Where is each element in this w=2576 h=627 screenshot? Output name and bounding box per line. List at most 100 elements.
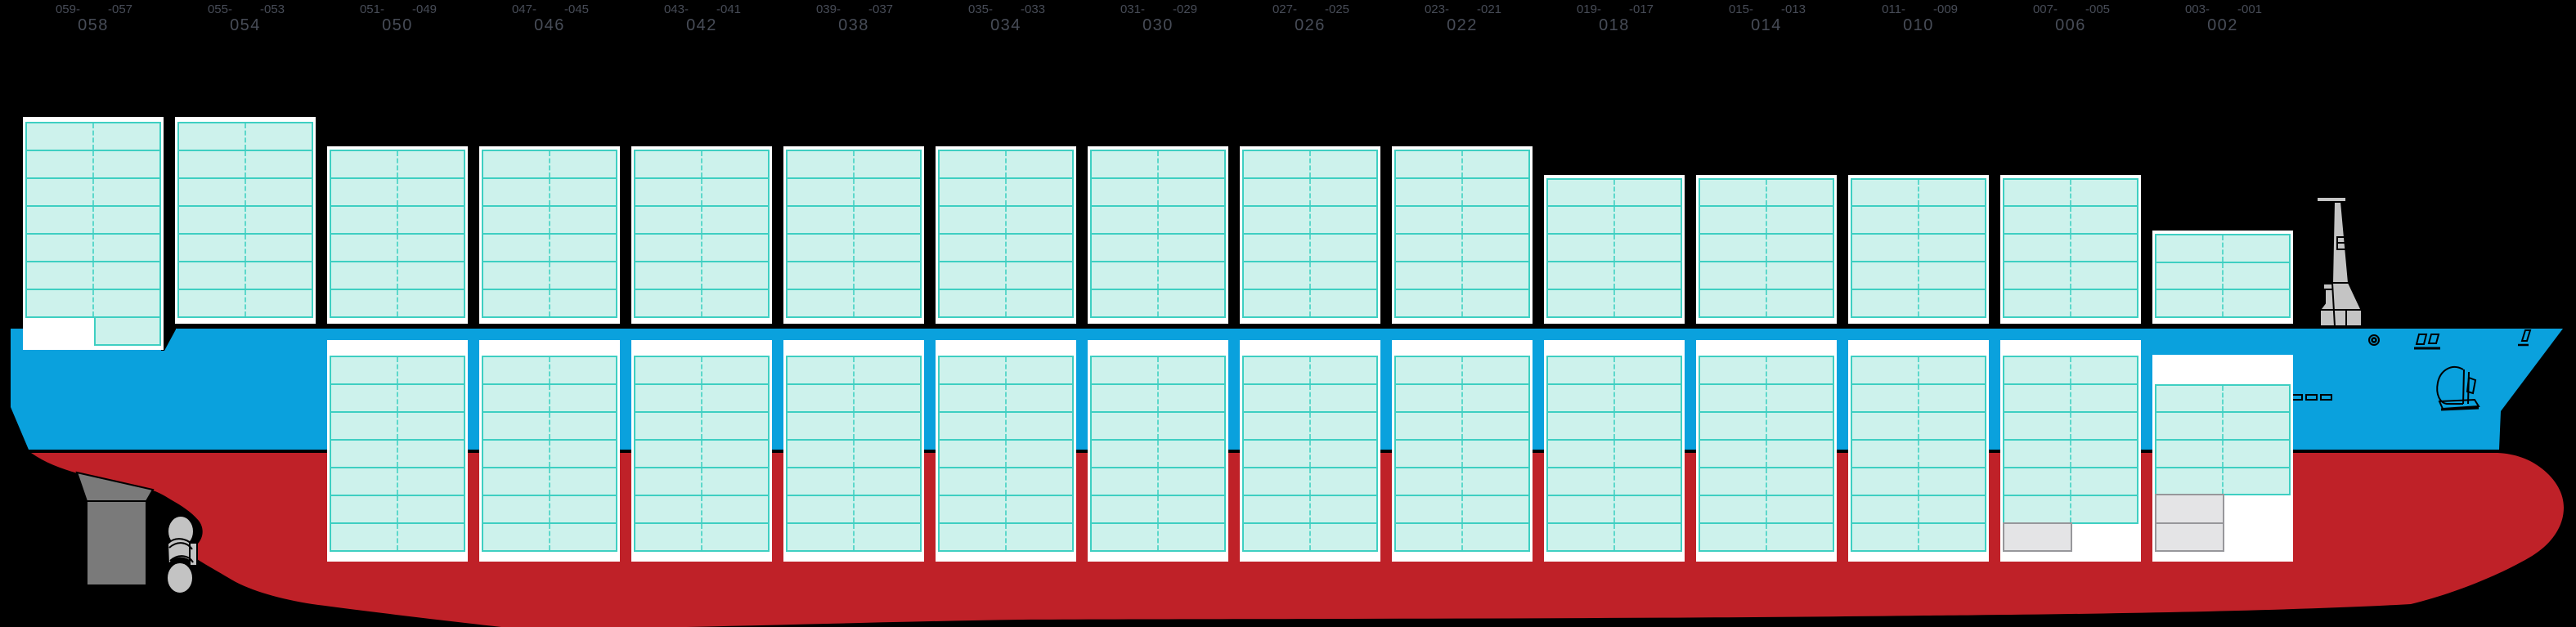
container-slot-cell[interactable] xyxy=(92,206,159,233)
container-slot-cell[interactable] xyxy=(1157,441,1224,468)
container-slot-cell[interactable] xyxy=(2004,441,2070,467)
container-slot-cell[interactable] xyxy=(397,441,464,468)
container-slot-cell[interactable] xyxy=(788,385,853,411)
container-slot-cell[interactable] xyxy=(27,179,92,205)
container-slot-cell[interactable] xyxy=(1157,262,1224,289)
container-slot-cell[interactable] xyxy=(2004,385,2070,411)
container-slot-cell[interactable] xyxy=(635,151,701,177)
container-slot-cell[interactable] xyxy=(1092,151,1157,177)
container-slot-cell[interactable] xyxy=(549,151,616,178)
container-slot-cell[interactable] xyxy=(2222,441,2289,467)
container-slot-cell[interactable] xyxy=(1461,151,1528,178)
container-slot-cell[interactable] xyxy=(940,496,1005,522)
container-slot-cell[interactable] xyxy=(635,385,701,411)
container-slot-cell[interactable] xyxy=(701,179,768,206)
container-slot-cell[interactable] xyxy=(1157,179,1224,206)
container-slot-cell[interactable] xyxy=(1244,207,1309,233)
container-slot-cell[interactable] xyxy=(1700,524,1766,550)
container-slot-cell[interactable] xyxy=(483,468,549,495)
container-slot-cell[interactable] xyxy=(1461,468,1528,495)
container-slot-cell[interactable] xyxy=(1918,441,1985,468)
container-slot-cell[interactable] xyxy=(92,123,159,150)
container-slot-cell[interactable] xyxy=(549,357,616,384)
container-slot-cell[interactable] xyxy=(1396,262,1461,289)
container-slot-cell[interactable] xyxy=(1092,524,1157,550)
container-slot-cell[interactable] xyxy=(1309,523,1376,550)
container-slot-cell[interactable] xyxy=(2004,413,2070,439)
container-slot-cell[interactable] xyxy=(27,262,92,289)
container-slot-cell[interactable] xyxy=(1700,235,1766,261)
container-slot-cell[interactable] xyxy=(1700,496,1766,522)
container-slot-cell[interactable] xyxy=(245,234,312,261)
container-slot-cell[interactable] xyxy=(397,385,464,412)
container-slot-cell[interactable] xyxy=(1157,151,1224,178)
container-slot-cell[interactable] xyxy=(2222,235,2289,262)
container-slot-cell[interactable] xyxy=(853,523,920,550)
container-slot-cell[interactable] xyxy=(1309,468,1376,495)
container-slot-cell[interactable] xyxy=(331,413,397,439)
container-slot-cell[interactable] xyxy=(2222,413,2289,439)
container-slot-cell[interactable] xyxy=(853,441,920,468)
container-slot-cell[interactable] xyxy=(1613,468,1681,495)
container-slot-cell[interactable] xyxy=(2070,179,2137,206)
container-slot-cell[interactable] xyxy=(1766,262,1833,289)
container-slot-cell[interactable] xyxy=(701,468,768,495)
container-slot-cell[interactable] xyxy=(1244,235,1309,261)
container-slot-cell[interactable] xyxy=(1005,468,1072,495)
container-slot-cell[interactable] xyxy=(549,289,616,316)
container-slot-cell[interactable] xyxy=(1005,523,1072,550)
blocked-slot-cell[interactable] xyxy=(2155,494,2224,524)
container-slot-cell[interactable] xyxy=(853,357,920,384)
container-slot-cell[interactable] xyxy=(1613,262,1681,289)
container-slot-cell[interactable] xyxy=(1461,262,1528,289)
container-slot-cell[interactable] xyxy=(701,441,768,468)
container-slot-cell[interactable] xyxy=(549,179,616,206)
container-slot-cell[interactable] xyxy=(397,495,464,522)
container-slot-cell[interactable] xyxy=(331,290,397,316)
container-slot-cell[interactable] xyxy=(853,179,920,206)
container-slot-cell[interactable] xyxy=(635,413,701,439)
container-slot-cell[interactable] xyxy=(1548,207,1613,233)
blocked-slot-cell[interactable] xyxy=(2003,522,2072,552)
container-slot-cell[interactable] xyxy=(245,262,312,289)
container-slot-cell[interactable] xyxy=(1157,207,1224,233)
container-slot-cell[interactable] xyxy=(2070,413,2137,439)
container-slot-cell[interactable] xyxy=(1918,179,1985,206)
container-slot-cell[interactable] xyxy=(853,468,920,495)
container-slot-cell[interactable] xyxy=(1766,495,1833,522)
container-slot-cell[interactable] xyxy=(92,289,159,316)
container-slot-cell[interactable] xyxy=(853,234,920,261)
container-slot-cell[interactable] xyxy=(940,413,1005,439)
container-slot-cell[interactable] xyxy=(635,468,701,495)
container-slot-cell[interactable] xyxy=(397,262,464,289)
container-slot-cell[interactable] xyxy=(1244,496,1309,522)
container-slot-cell[interactable] xyxy=(701,357,768,384)
container-slot-cell[interactable] xyxy=(1700,262,1766,289)
container-slot-cell[interactable] xyxy=(1461,385,1528,412)
container-slot-cell[interactable] xyxy=(701,495,768,522)
container-slot-cell[interactable] xyxy=(2004,496,2070,522)
container-slot-cell[interactable] xyxy=(1092,385,1157,411)
container-slot-cell[interactable] xyxy=(92,151,159,177)
container-slot-cell[interactable] xyxy=(1244,357,1309,383)
container-slot-cell[interactable] xyxy=(1005,289,1072,316)
container-slot-cell[interactable] xyxy=(1461,179,1528,206)
container-slot-cell[interactable] xyxy=(549,262,616,289)
container-slot-cell[interactable] xyxy=(1092,235,1157,261)
container-slot-cell[interactable] xyxy=(1852,290,1918,316)
container-slot-cell[interactable] xyxy=(1766,179,1833,206)
container-slot-cell[interactable] xyxy=(1700,385,1766,411)
container-slot-cell[interactable] xyxy=(635,357,701,383)
container-slot-cell[interactable] xyxy=(635,235,701,261)
extra-slot-cell[interactable] xyxy=(94,316,161,346)
container-slot-cell[interactable] xyxy=(1548,357,1613,383)
container-slot-cell[interactable] xyxy=(397,289,464,316)
container-slot-cell[interactable] xyxy=(1396,290,1461,316)
container-slot-cell[interactable] xyxy=(1309,289,1376,316)
container-slot-cell[interactable] xyxy=(1461,441,1528,468)
container-slot-cell[interactable] xyxy=(331,235,397,261)
container-slot-cell[interactable] xyxy=(2004,357,2070,383)
container-slot-cell[interactable] xyxy=(701,523,768,550)
container-slot-cell[interactable] xyxy=(1244,179,1309,205)
container-slot-cell[interactable] xyxy=(1766,235,1833,261)
